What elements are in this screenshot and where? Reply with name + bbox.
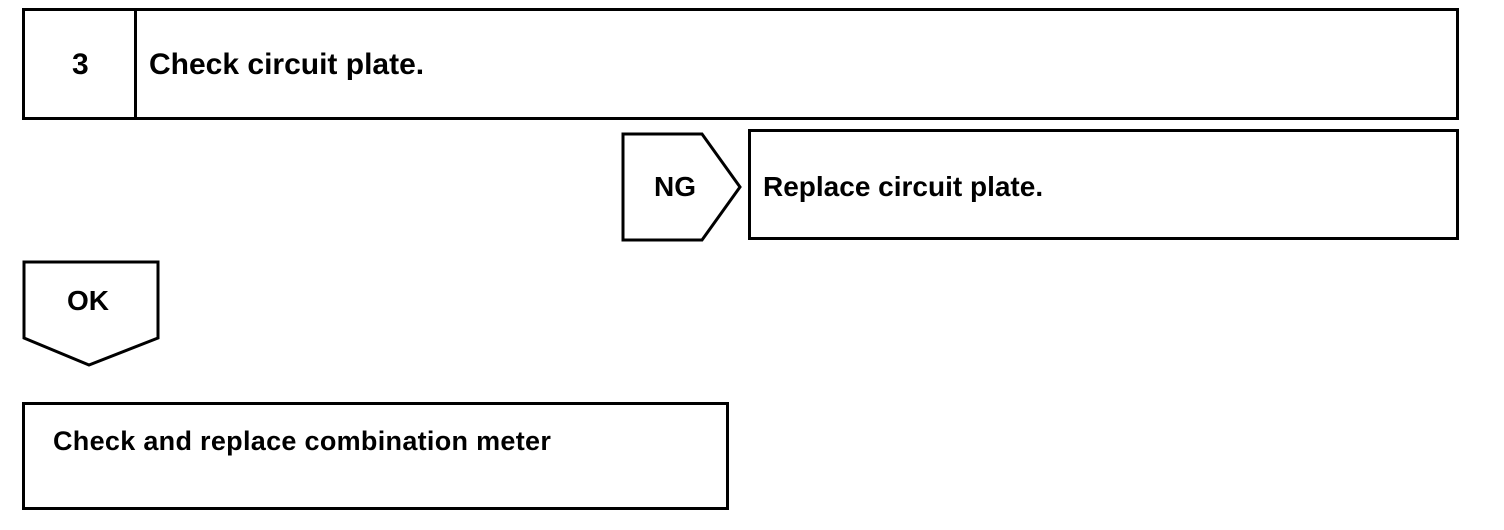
ng-arrow-shape [621,132,742,242]
ng-action-box [748,129,1459,240]
ng-action-text: Replace circuit plate. [763,171,1044,202]
step-number-divider [134,8,137,120]
ok-label: OK [67,285,109,316]
ng-label: NG [654,171,696,202]
final-step-text: Check and replace combination meter [53,426,552,456]
final-step-box [22,402,729,510]
step-title: Check circuit plate. [149,48,425,81]
step-header-box [22,8,1459,120]
ok-arrow-shape [22,260,160,367]
step-number: 3 [72,48,89,81]
